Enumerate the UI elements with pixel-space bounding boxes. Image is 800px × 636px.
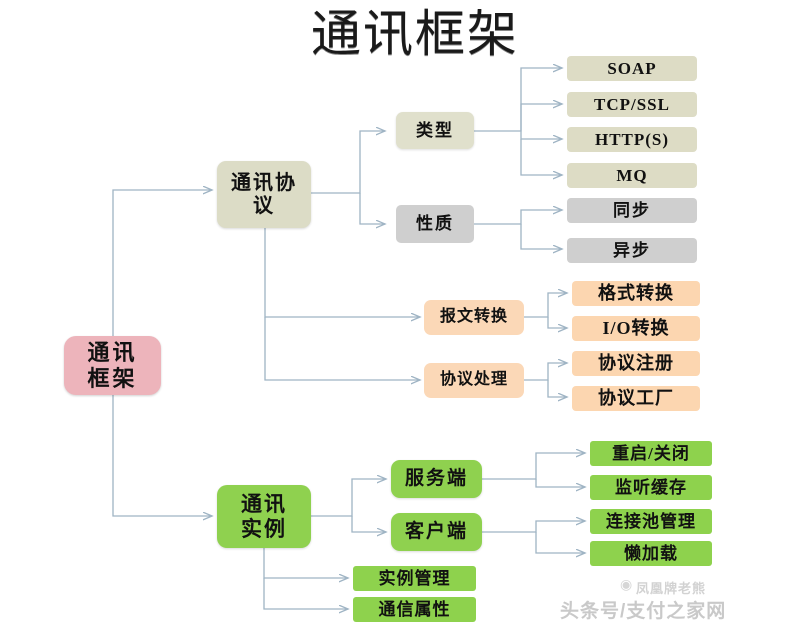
wechat-icon: ◉ — [620, 576, 633, 592]
node-connection-pool-label: 连接池管理 — [606, 511, 696, 531]
node-connection-pool[interactable]: 连接池管理 — [590, 509, 712, 534]
node-format-convert-label: 格式转换 — [598, 283, 674, 304]
node-protocol-register-label: 协议注册 — [598, 353, 674, 374]
node-instance-manage[interactable]: 实例管理 — [353, 566, 476, 591]
node-io-convert[interactable]: I/O转换 — [572, 316, 700, 341]
node-protocol-register[interactable]: 协议注册 — [572, 351, 700, 376]
node-restart-shutdown-label: 重启/关闭 — [612, 443, 690, 463]
node-comm-attribute-label: 通信属性 — [378, 599, 451, 619]
node-nature-label: 性质 — [416, 214, 454, 234]
node-instance-line1: 通讯 — [241, 492, 287, 517]
node-instance-manage-label: 实例管理 — [378, 568, 451, 588]
node-client[interactable]: 客户端 — [391, 513, 482, 551]
node-protocol-line1: 通讯协 — [231, 171, 297, 194]
node-restart-shutdown[interactable]: 重启/关闭 — [590, 441, 712, 466]
node-server[interactable]: 服务端 — [391, 460, 482, 498]
node-comm-attribute[interactable]: 通信属性 — [353, 597, 476, 622]
node-listen-cache[interactable]: 监听缓存 — [590, 475, 712, 500]
node-async[interactable]: 异步 — [567, 238, 697, 263]
node-https[interactable]: HTTP(S) — [567, 127, 697, 152]
node-client-label: 客户端 — [404, 521, 468, 543]
node-tcp-ssl-label: TCP/SSL — [594, 94, 670, 114]
node-message-convert[interactable]: 报文转换 — [424, 300, 524, 335]
node-instance[interactable]: 通讯 实例 — [217, 485, 311, 548]
node-sync[interactable]: 同步 — [567, 198, 697, 223]
node-type[interactable]: 类型 — [396, 112, 474, 149]
node-server-label: 服务端 — [404, 468, 468, 490]
node-mq-label: MQ — [616, 165, 648, 185]
node-type-label: 类型 — [416, 120, 454, 140]
page-title: 通讯框架 — [311, 6, 519, 62]
node-mq[interactable]: MQ — [567, 163, 697, 188]
node-protocol[interactable]: 通讯协 议 — [217, 161, 311, 228]
watermark-sub: 凤凰牌老熊 — [636, 581, 707, 596]
node-format-convert[interactable]: 格式转换 — [572, 281, 700, 306]
node-root-line1: 通讯 — [87, 340, 138, 366]
node-instance-line2: 实例 — [241, 516, 287, 541]
node-listen-cache-label: 监听缓存 — [615, 477, 687, 497]
node-root-line2: 框架 — [87, 365, 138, 391]
node-protocol-line2: 议 — [253, 194, 275, 217]
node-protocol-handling-label: 协议处理 — [439, 371, 508, 389]
node-message-convert-label: 报文转换 — [439, 308, 508, 326]
node-sync-label: 同步 — [613, 200, 651, 220]
node-protocol-factory-label: 协议工厂 — [598, 388, 674, 409]
node-soap-label: SOAP — [607, 58, 657, 78]
node-https-label: HTTP(S) — [594, 129, 670, 149]
node-protocol-handling[interactable]: 协议处理 — [424, 363, 524, 398]
node-async-label: 异步 — [613, 240, 651, 260]
node-lazy-load[interactable]: 懒加载 — [590, 541, 712, 566]
node-io-convert-label: I/O转换 — [602, 318, 670, 339]
node-soap[interactable]: SOAP — [567, 56, 697, 81]
node-nature[interactable]: 性质 — [396, 205, 474, 243]
node-lazy-load-label: 懒加载 — [624, 543, 678, 563]
watermark-main: 头条号/支付之家网 — [560, 601, 727, 622]
node-tcp-ssl[interactable]: TCP/SSL — [567, 92, 697, 117]
node-root[interactable]: 通讯 框架 — [64, 336, 161, 395]
node-protocol-factory[interactable]: 协议工厂 — [572, 386, 700, 411]
